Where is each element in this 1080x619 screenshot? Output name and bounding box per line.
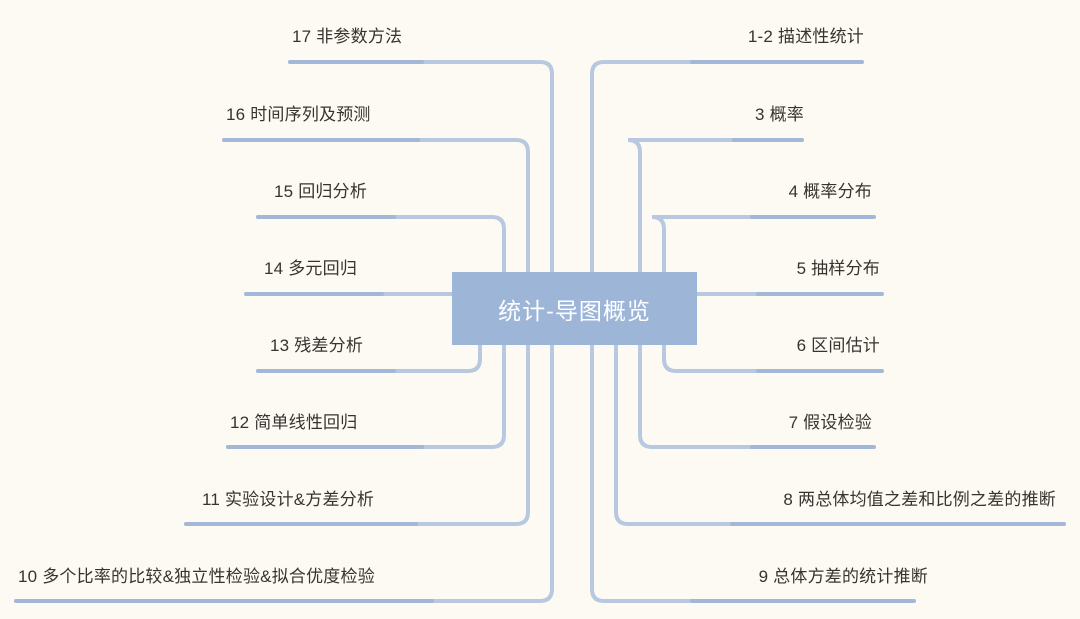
branch-label-left-10[interactable]: 10 多个比率的比较&独立性检验&拟合优度检验: [18, 567, 375, 586]
branch-underline-right-5: [756, 292, 884, 296]
branch-label-right-4[interactable]: 4 概率分布: [788, 182, 872, 201]
branch-underline-right-7: [750, 445, 876, 449]
branch-underline-right-6: [756, 369, 884, 373]
branch-label-right-9[interactable]: 9 总体方差的统计推断: [758, 567, 928, 586]
branch-label-right-1-2[interactable]: 1-2 描述性统计: [747, 27, 864, 46]
branch-underline-right-8: [730, 522, 1066, 526]
branch-underline-right-4: [750, 215, 876, 219]
branch-label-left-15[interactable]: 15 回归分析: [274, 182, 368, 201]
branch-label-right-6[interactable]: 6 区间估计: [796, 336, 880, 355]
branch-underline-right-1-2: [690, 60, 864, 64]
branch-underline-left-13: [256, 369, 396, 373]
branch-label-left-13[interactable]: 13 残差分析: [270, 336, 364, 355]
branch-underline-left-11: [184, 522, 418, 526]
branch-underline-left-14: [244, 292, 384, 296]
branch-label-right-7[interactable]: 7 假设检验: [788, 413, 872, 432]
branch-underline-right-9: [690, 599, 916, 603]
connector-left-14: [244, 292, 482, 314]
branch-label-left-16[interactable]: 16 时间序列及预测: [226, 105, 371, 124]
branch-underline-right-3: [732, 138, 804, 142]
branch-underline-left-15: [256, 215, 396, 219]
branch-label-left-11[interactable]: 11 实验设计&方差分析: [202, 490, 375, 509]
branch-label-left-14[interactable]: 14 多元回归: [264, 259, 358, 278]
branch-underline-left-12: [226, 445, 424, 449]
branch-label-left-17[interactable]: 17 非参数方法: [292, 27, 403, 46]
branch-label-right-5[interactable]: 5 抽样分布: [796, 259, 880, 278]
branch-label-right-3[interactable]: 3 概率: [755, 105, 804, 124]
branch-label-right-8[interactable]: 8 两总体均值之差和比例之差的推断: [783, 490, 1056, 509]
center-node[interactable]: 统计-导图概览: [452, 272, 697, 345]
branch-underline-left-10: [14, 599, 434, 603]
branch-underline-left-17: [288, 60, 424, 64]
branch-underline-left-16: [222, 138, 420, 142]
branch-label-left-12[interactable]: 12 简单线性回归: [230, 413, 358, 432]
center-node-label: 统计-导图概览: [498, 297, 651, 324]
